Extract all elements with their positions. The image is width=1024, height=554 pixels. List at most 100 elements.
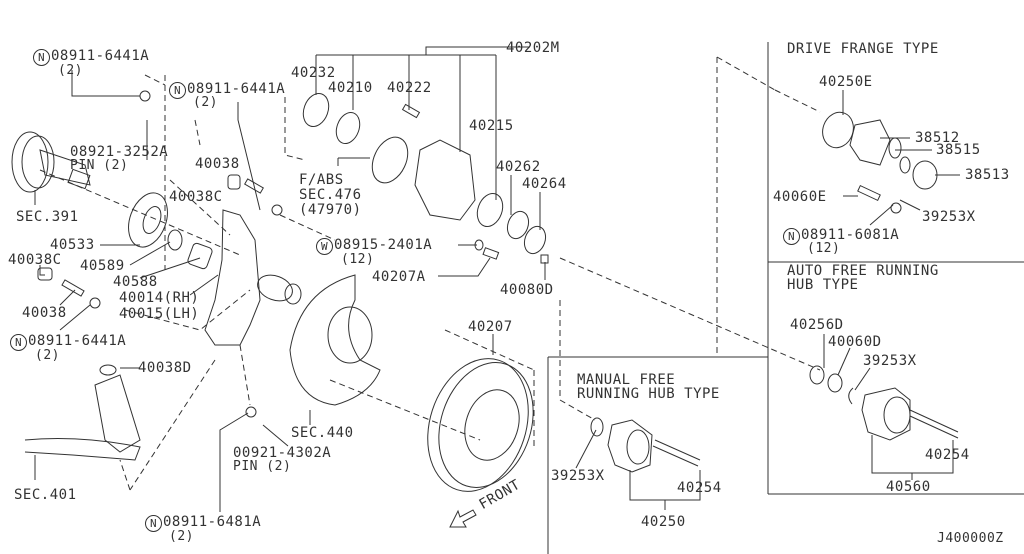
part-40533-seal <box>128 192 168 248</box>
label-40232: 40232 <box>291 65 336 81</box>
n-symbol-icon: N <box>169 82 186 99</box>
label-pin-bottom: 00921-4302A <box>233 445 332 461</box>
part-number: 08911-6441A <box>28 333 127 349</box>
leader-lines <box>34 46 960 512</box>
label-mf-40254: 40254 <box>677 480 722 496</box>
knuckle-40014-40015 <box>204 209 261 346</box>
qty-nut-bottom: (2) <box>169 529 194 544</box>
label-af-40256d: 40256D <box>790 317 844 333</box>
label-df-39253x: 39253X <box>922 209 976 225</box>
label-40262: 40262 <box>496 159 541 175</box>
label-40038c-left: 40038C <box>8 252 62 268</box>
label-sec401: SEC.401 <box>14 487 77 503</box>
part-40262 <box>506 210 530 240</box>
qty-nut-top-left: (2) <box>58 63 83 78</box>
label-40038-left: 40038 <box>22 305 67 321</box>
label-mf-40250: 40250 <box>641 514 686 530</box>
df-40250e-gasket <box>822 111 854 149</box>
part-40589-ring <box>167 229 183 251</box>
label-40038c-top: 40038C <box>169 189 223 205</box>
part-40210-bearing <box>335 112 361 144</box>
label-af-40060d: 40060D <box>828 334 882 350</box>
label-df-40250e: 40250E <box>819 74 873 90</box>
part-40264 <box>523 225 547 255</box>
label-af-40254: 40254 <box>925 447 970 463</box>
section-title-drive-flange: DRIVE FRANGE TYPE <box>787 41 939 57</box>
label-af-39253x: 39253X <box>863 353 917 369</box>
abs-sensor-ring <box>371 136 409 184</box>
label-pin-top: 08921-3252A <box>70 144 169 160</box>
mf-40250-hub <box>607 419 653 473</box>
n-symbol-icon: N <box>145 515 162 532</box>
qty-washer: (12) <box>341 252 375 267</box>
section-title-auto-free-line2: HUB TYPE <box>787 277 859 293</box>
label-40589: 40589 <box>80 258 125 274</box>
label-40210: 40210 <box>328 80 373 96</box>
lower-arm-sec401 <box>24 438 141 461</box>
label-40015-lh: 40015(LH) <box>119 306 200 322</box>
section-title-manual-free-line1: MANUAL FREE <box>577 372 676 388</box>
drive-shaft-sec391 <box>11 131 91 193</box>
w-symbol-icon: W <box>316 238 333 255</box>
n-symbol-icon: N <box>33 49 50 66</box>
label-fabs-line2: SEC.476 <box>299 187 362 203</box>
label-40038-top: 40038 <box>195 156 240 172</box>
n-symbol-icon: N <box>783 228 800 245</box>
part-number: 08911-6441A <box>51 48 150 64</box>
label-40207: 40207 <box>468 319 513 335</box>
label-df-40060e: 40060E <box>773 189 827 205</box>
label-40014-rh: 40014(RH) <box>119 290 200 306</box>
parts-drawings <box>11 90 959 492</box>
label-sec391: SEC.391 <box>16 209 79 225</box>
label-40533: 40533 <box>50 237 95 253</box>
label-df-38513: 38513 <box>965 167 1010 183</box>
front-arrow-icon <box>449 509 477 528</box>
df-38512-flange <box>849 119 891 166</box>
label-af-40560: 40560 <box>886 479 931 495</box>
dashed-leaders <box>39 56 821 491</box>
label-df-38512: 38512 <box>915 130 960 146</box>
section-dividers <box>547 42 1024 554</box>
section-title-auto-free-line1: AUTO FREE RUNNING <box>787 263 939 279</box>
qty-pin-top: PIN (2) <box>70 158 129 173</box>
part-40038-bolt <box>61 279 85 297</box>
part-40215-bearing <box>476 193 504 227</box>
label-fabs-line1: F/ABS <box>299 172 344 188</box>
label-mf-39253x: 39253X <box>551 468 605 484</box>
part-40038c-cap <box>37 267 53 281</box>
df-38513-cap <box>912 160 938 190</box>
qty-pin-bottom: PIN (2) <box>233 459 292 474</box>
part-number: 08911-6441A <box>187 81 286 97</box>
label-40038d: 40038D <box>138 360 192 376</box>
section-title-manual-free-line2: RUNNING HUB TYPE <box>577 386 720 402</box>
af-40560-hub <box>861 387 911 441</box>
part-40232-seal <box>302 93 330 127</box>
label-40215: 40215 <box>469 118 514 134</box>
diagram-code: J400000Z <box>937 531 1004 546</box>
label-40264: 40264 <box>522 176 567 192</box>
qty-nut-top-mid: (2) <box>193 95 218 110</box>
label-40207a: 40207A <box>372 269 426 285</box>
label-fabs-line3: (47970) <box>299 202 362 218</box>
backing-plate-sec440 <box>289 274 381 406</box>
part-number: 08915-2401A <box>334 237 433 253</box>
n-symbol-icon: N <box>10 334 27 351</box>
label-df-38515: 38515 <box>936 142 981 158</box>
label-sec440: SEC.440 <box>291 425 354 441</box>
label-40222: 40222 <box>387 80 432 96</box>
part-40588-bushing <box>187 242 213 270</box>
qty-df-nut: (12) <box>807 241 841 256</box>
part-number: 08911-6481A <box>163 514 262 530</box>
label-40588: 40588 <box>113 274 158 290</box>
label-40080d: 40080D <box>500 282 554 298</box>
brake-rotor-40207 <box>427 358 529 492</box>
qty-nut-left: (2) <box>35 348 60 363</box>
label-40202m: 40202M <box>506 40 560 56</box>
